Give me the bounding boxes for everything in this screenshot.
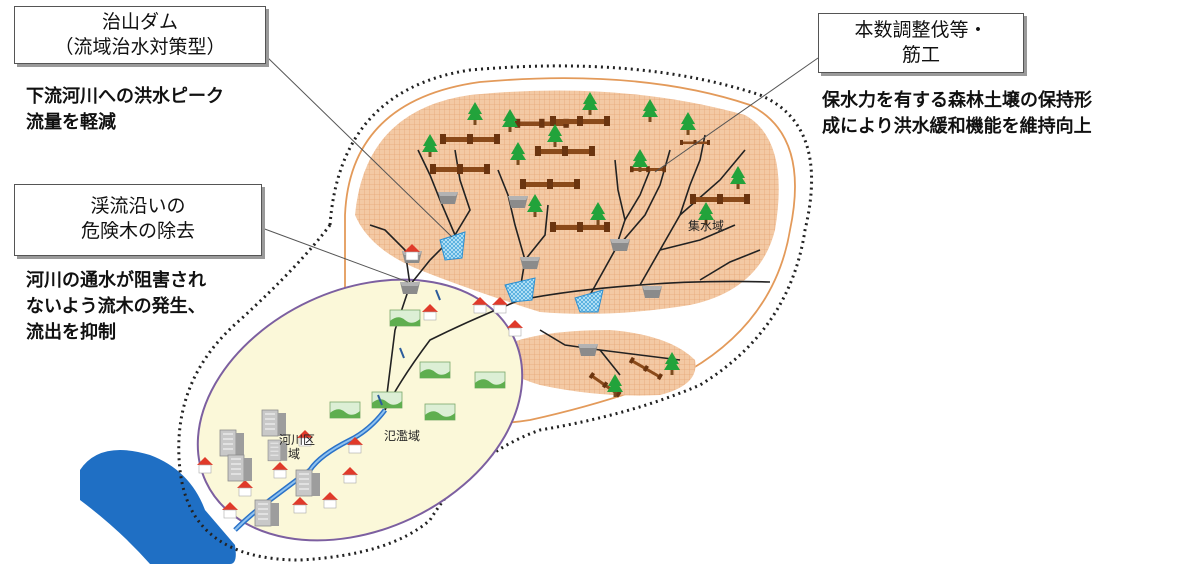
dam-description: 下流河川への洪水ピーク 流量を軽減 bbox=[26, 84, 224, 136]
stream-description: 河川の通水が阻害され ないよう流木の発生、 流出を抑制 bbox=[26, 268, 206, 346]
dam-callout-line-1: 治山ダム bbox=[101, 11, 178, 33]
floodplain-label: 氾濫域 bbox=[384, 429, 420, 443]
driftwood-marks bbox=[377, 289, 441, 406]
forest-area-lower bbox=[495, 330, 696, 396]
stream-callout-box: 渓流沿いの 危険木の除去 bbox=[14, 184, 262, 256]
forest-description-line-2: 成により洪水緩和機能を維持向上 bbox=[822, 116, 1092, 137]
river-area-label: 河川区 bbox=[279, 433, 315, 447]
basin-boundary bbox=[177, 64, 814, 562]
dam-callout-line-2: （流域治水対策型） bbox=[54, 36, 226, 58]
river-area-label-2: 域 bbox=[288, 447, 300, 461]
mesh-dams bbox=[439, 231, 604, 313]
stream-callout-line-1: 渓流沿いの bbox=[90, 195, 186, 217]
stream-description-line-2: ないよう流木の発生、 bbox=[26, 296, 206, 317]
dam-description-line-1: 下流河川への洪水ピーク bbox=[26, 86, 224, 107]
forest-description-line-1: 保水力を有する森林土壌の保持形 bbox=[822, 90, 1092, 111]
leader-lines bbox=[261, 55, 819, 283]
stream-description-line-3: 流出を抑制 bbox=[26, 322, 116, 343]
thinning-callout-line-1: 本数調整伐等・ bbox=[854, 19, 988, 41]
stream-description-line-1: 河川の通水が阻害され bbox=[26, 270, 206, 291]
stream-callout-line-2: 危険木の除去 bbox=[80, 220, 195, 242]
dam-description-line-2: 流量を軽減 bbox=[26, 112, 116, 133]
dam-callout-box: 治山ダム （流域治水対策型） bbox=[14, 6, 266, 64]
catchment-label: 集水域 bbox=[688, 218, 724, 233]
thinning-callout-line-2: 筋工 bbox=[901, 44, 940, 66]
sea-area bbox=[80, 450, 236, 564]
forest-description: 保水力を有する森林土壌の保持形 成により洪水緩和機能を維持向上 bbox=[822, 88, 1092, 140]
thinning-callout-box: 本数調整伐等・ 筋工 bbox=[818, 13, 1024, 73]
